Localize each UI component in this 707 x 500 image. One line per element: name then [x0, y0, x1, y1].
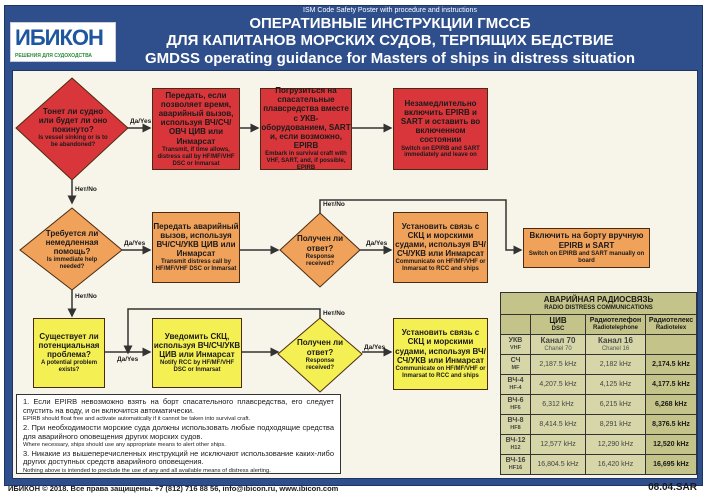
yes-label: Да/Yes: [130, 118, 152, 125]
no-label: Нет/No: [323, 310, 345, 317]
yes-label: Да/Yes: [117, 356, 139, 363]
frequency-cell: 2,187.5 kHz: [530, 354, 586, 375]
frequency-cell: 8,291 kHz: [585, 414, 646, 435]
decision-immediate-help: [19, 207, 123, 291]
frequency-cell: 4,125 kHz: [585, 374, 646, 395]
frequency-cell: 6,268 kHz: [645, 394, 697, 415]
frequency-cell: 8,376.5 kHz: [645, 414, 697, 435]
frequency-cell: 4,177.5 kHz: [645, 374, 697, 395]
yes-label: Да/Yes: [364, 344, 386, 351]
frequency-cell: 4,207.5 kHz: [530, 374, 586, 395]
response-question-1: Получен ли ответ?Response received?: [296, 234, 343, 267]
communicate-rcc-box-2: Установить связь с СКЦ и морскими судами…: [393, 318, 488, 390]
decision-response-1: [279, 212, 361, 288]
communicate-rcc-box-1: Установить связь с СКЦ и морскими судами…: [393, 212, 488, 283]
switch-on-epirb-box: Незамедлительно включить EPIRB и SART и …: [393, 88, 488, 170]
decision-sinking: [15, 77, 129, 181]
note-1: 1. Если EPIRB невозможно взять на борт с…: [23, 397, 334, 415]
frequency-cell: 8,414.5 kHz: [530, 414, 586, 435]
footer-copyright: ИБИКОН © 2018. Все права защищены. +7 (8…: [8, 484, 339, 493]
sinking-question: Тонет ли судно или будет ли оно покинуто…: [38, 106, 108, 149]
decision-response-2: [277, 317, 363, 393]
frequency-cell: 12,577 kHz: [530, 434, 586, 455]
title-ru-1: ОПЕРАТИВНЫЕ ИНСТРУКЦИИ ГМССБ: [249, 15, 531, 32]
frequency-cell: 16,420 kHz: [585, 454, 646, 475]
frequency-cell: 6,215 kHz: [585, 394, 646, 415]
note-1-en: EPIRB should float free and activate aut…: [23, 416, 251, 423]
yes-label: Да/Yes: [124, 240, 146, 247]
potential-problem-box: Существует ли потенциальная проблема?A p…: [33, 318, 105, 388]
transmit-distress-call-box: Передать аварийный вызов, используя ВЧ/С…: [152, 212, 240, 283]
title-ru-2: ДЛЯ КАПИТАНОВ МОРСКИХ СУДОВ, ТЕРПЯЩИХ БЕ…: [166, 32, 614, 49]
frequency-cell: 12,290 kHz: [585, 434, 646, 455]
poster-subtitle: ISM Code Safety Poster with procedure an…: [303, 7, 477, 14]
notify-rcc-box: Уведомить СКЦ, используя ВЧ/СЧ/УКВ ЦИВ и…: [152, 318, 242, 388]
transmit-distress-box: Передать, если позволяет время, аварийны…: [152, 88, 240, 170]
immediate-help-question: Требуется ли немедленная помощь?Is immed…: [45, 228, 99, 271]
no-label: Нет/No: [323, 201, 345, 208]
no-label: Нет/No: [75, 293, 97, 300]
note-2: 2. При необходимости морские суда должны…: [23, 422, 334, 441]
frequency-cell: 12,520 kHz: [645, 434, 697, 455]
poster-code: 08.04.SAR: [648, 482, 697, 493]
note-2-en: Where necessary, ships should use any ap…: [23, 442, 226, 449]
title-en: GMDSS operating guidance for Masters of …: [144, 50, 636, 67]
frequency-cell: 6,312 kHz: [530, 394, 586, 415]
embark-survival-box: Погрузиться на спасательные плавсредства…: [260, 86, 352, 172]
frequency-cell: 16,804.5 kHz: [530, 454, 586, 475]
frequency-cell: 2,174.5 kHz: [645, 354, 697, 375]
yes-label: Да/Yes: [366, 240, 388, 247]
frequency-cell: [645, 334, 697, 355]
frequency-cell: 2,182 kHz: [585, 354, 646, 375]
frequency-cell: 16,695 kHz: [645, 454, 697, 475]
no-label: Нет/No: [75, 186, 97, 193]
response-question-2: Получен ли ответ?Response received?: [296, 338, 343, 371]
notes-box: 1. Если EPIRB невозможно взять на борт с…: [16, 394, 341, 474]
note-3: 3. Никакие из вышеперечисленных инструкц…: [23, 448, 334, 467]
note-3-en: Nothing above is intended to preclude th…: [23, 468, 271, 475]
